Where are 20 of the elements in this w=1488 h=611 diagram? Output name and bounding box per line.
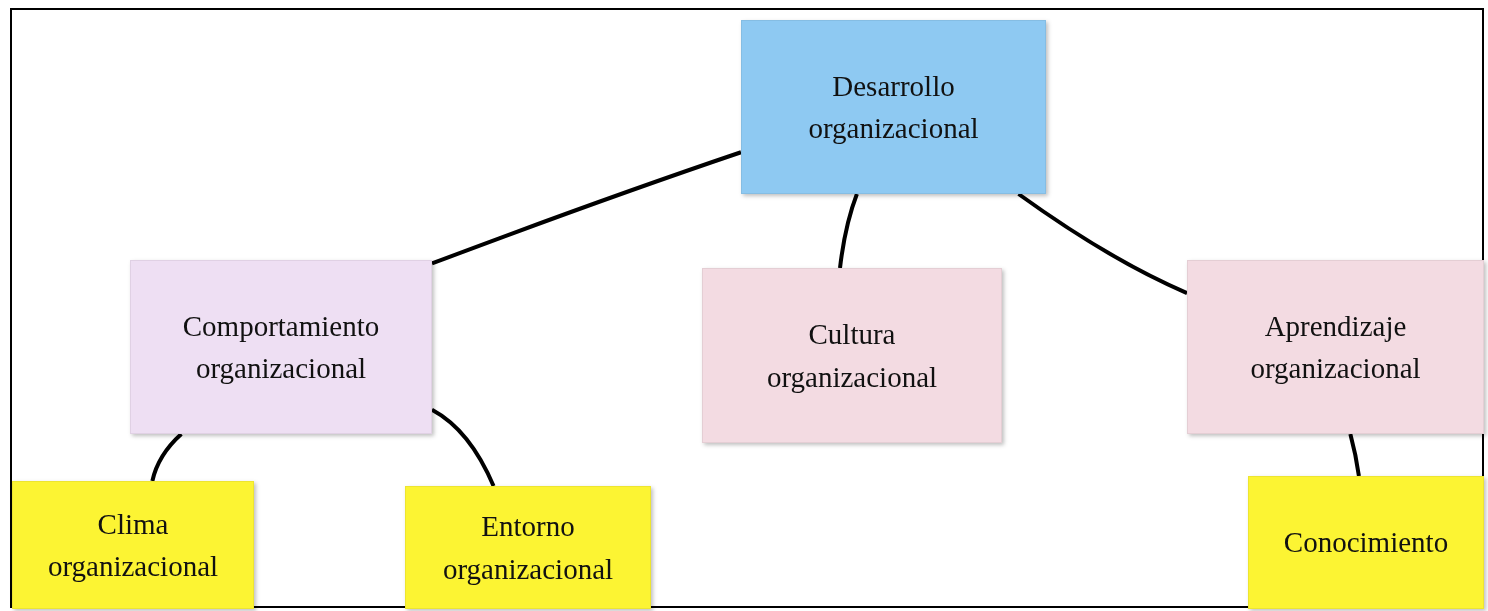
concept-box [702, 268, 1002, 443]
concept-box [1248, 476, 1484, 609]
node-label: Aprendizaje organizacional [1249, 308, 1422, 386]
concept-box [1187, 260, 1484, 434]
connector-line [838, 193, 859, 269]
connector-line [1017, 192, 1188, 295]
node-label: Clima organizacional [46, 506, 220, 584]
concept-box [12, 481, 254, 609]
concept-box [130, 260, 432, 434]
connector-line [431, 407, 496, 487]
node-label: Cultura organizacional [765, 317, 939, 395]
connector-line [431, 150, 742, 266]
connector-line [150, 432, 183, 482]
connector-line [1348, 433, 1361, 477]
concept-box [405, 486, 651, 609]
node-label: Entorno organizacional [441, 509, 615, 587]
concept-box [741, 20, 1046, 194]
node-label: Comportamiento organizacional [181, 308, 381, 386]
node-label: Desarrollo organizacional [807, 68, 980, 146]
node-label: Conocimiento [1283, 525, 1449, 561]
